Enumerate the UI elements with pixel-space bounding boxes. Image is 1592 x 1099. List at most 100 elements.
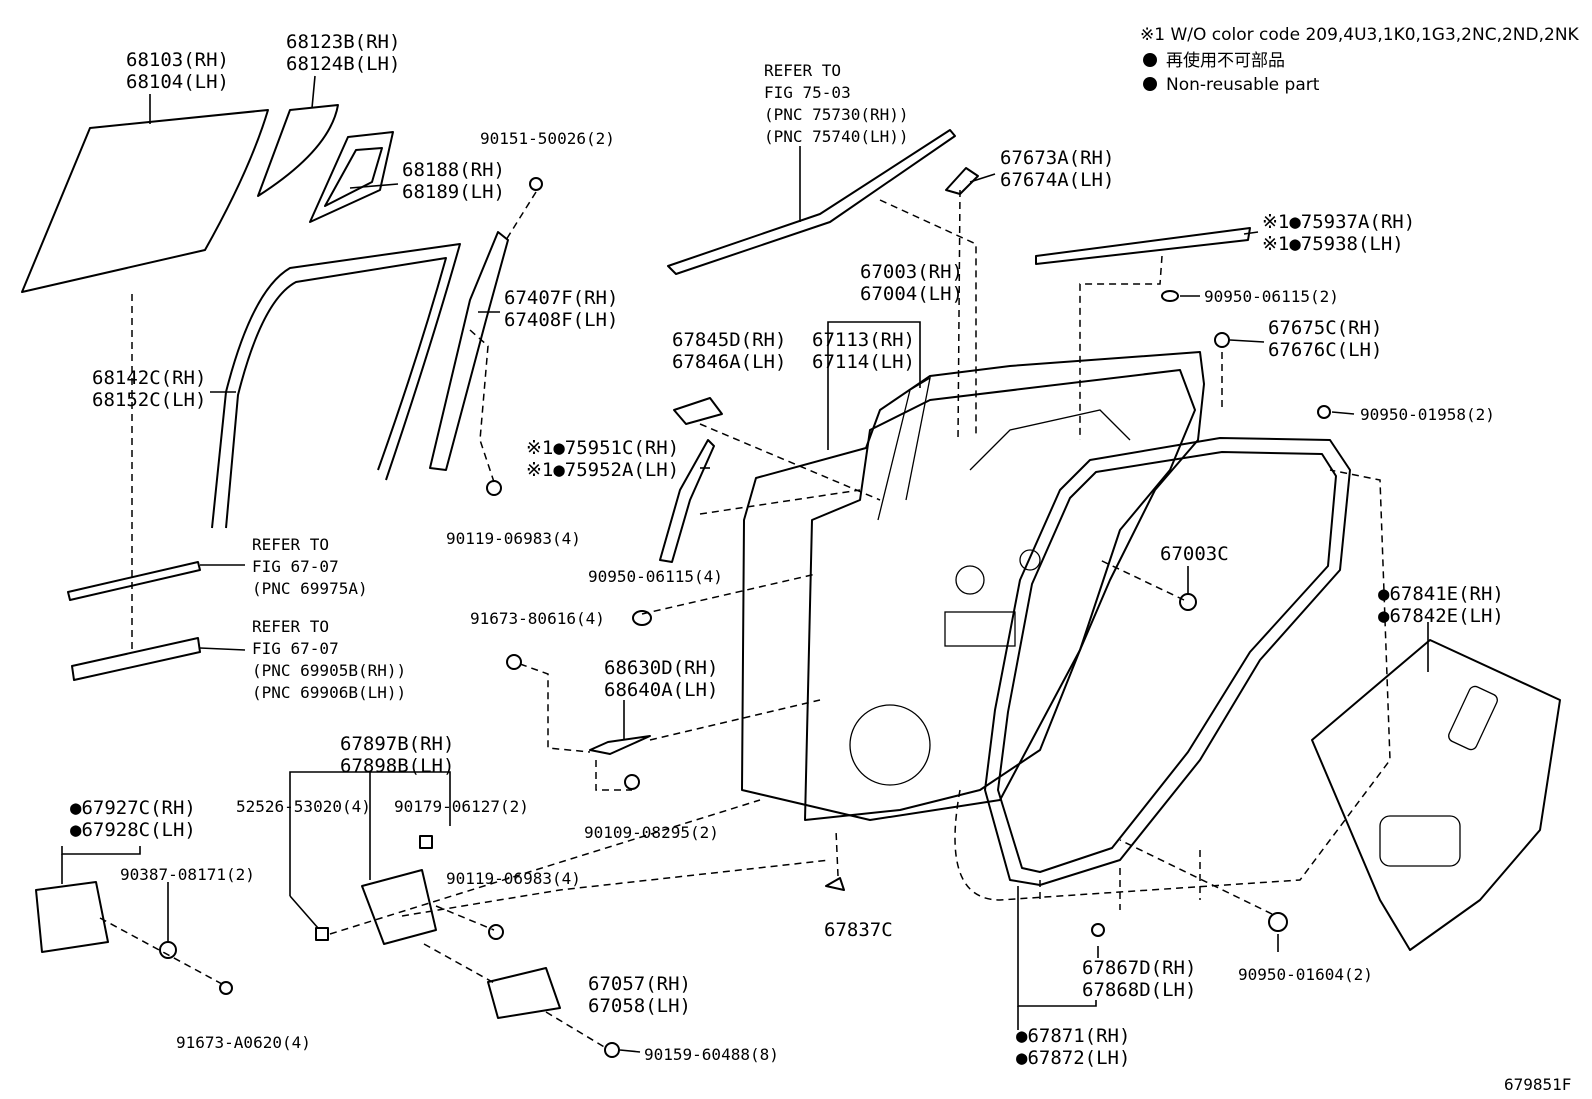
label-75951c: ※1●75951C(RH)	[526, 437, 679, 459]
note-non-reusable: Non-reusable part	[1166, 75, 1320, 95]
label-90119-06983-b: 90119-06983(4)	[446, 869, 581, 888]
label-67408f: 67408F(LH)	[504, 309, 618, 331]
label-ref75-1: REFER TO	[764, 61, 841, 80]
label-ref67a-3: (PNC 69975A)	[252, 579, 368, 598]
part-drawings	[21, 104, 1561, 1058]
left-pad-shape	[35, 881, 109, 953]
label-67114: 67114(LH)	[812, 351, 915, 373]
part-labels: 68103(RH) 68104(LH) 68123B(RH) 68124B(LH…	[70, 31, 1571, 1094]
label-ref75-2: FIG 75-03	[764, 83, 851, 102]
pillar-garnish-shape	[659, 439, 715, 563]
label-67841e: ●67841E(RH)	[1378, 583, 1504, 605]
label-68188: 68188(RH)	[402, 159, 505, 181]
division-bar-shape	[429, 231, 509, 471]
inner-belt-weatherstrip-shape	[67, 561, 201, 601]
panel-hole-shape	[1019, 549, 1041, 571]
label-90950-06115-a: 90950-06115(2)	[1204, 287, 1339, 306]
label-67928c: ●67928C(LH)	[70, 819, 196, 841]
label-68123b: 68123B(RH)	[286, 31, 400, 53]
label-ref67a-2: FIG 67-07	[252, 557, 339, 576]
label-75938: ※1●75938(LH)	[1262, 233, 1404, 255]
label-ref67b-3: (PNC 69905B(RH))	[252, 661, 406, 680]
label-67868d: 67868D(LH)	[1082, 979, 1196, 1001]
note-color-code: ※1 W/O color code 209,4U3,1K0,1G3,2NC,2N…	[1140, 25, 1580, 45]
label-67673a: 67673A(RH)	[1000, 147, 1114, 169]
run-channel-shape	[211, 243, 461, 529]
label-ref67b-1: REFER TO	[252, 617, 329, 636]
label-68189: 68189(LH)	[402, 181, 505, 203]
legend-notes: ※1 W/O color code 209,4U3,1K0,1G3,2NC,2N…	[1140, 25, 1580, 95]
label-67004: 67004(LH)	[860, 283, 963, 305]
note-japanese: 再使用不可部品	[1166, 50, 1285, 71]
upper-molding-shape	[667, 129, 956, 275]
door-outer-panel-shape	[741, 351, 1205, 821]
label-67676c: 67676C(LH)	[1268, 339, 1382, 361]
label-ref67b-4: (PNC 69906B(LH))	[252, 683, 406, 702]
label-91673-a0620: 91673-A0620(4)	[176, 1033, 311, 1052]
label-67898b: 67898B(LH)	[340, 755, 454, 777]
door-frame-shape	[877, 376, 1131, 521]
label-90119-06983-a: 90119-06983(4)	[446, 529, 581, 548]
cover-tab-shape	[1448, 685, 1498, 751]
weatherstrip-shape	[984, 437, 1351, 886]
service-hole-cover-shape	[1311, 639, 1561, 951]
outer-belt-weatherstrip-shape	[71, 637, 201, 681]
panel-hole-shape	[955, 565, 985, 595]
label-90950-01958: 90950-01958(2)	[1360, 405, 1495, 424]
label-67407f: 67407F(RH)	[504, 287, 618, 309]
label-75952a: ※1●75952A(LH)	[526, 459, 679, 481]
label-67846a: 67846A(LH)	[672, 351, 786, 373]
label-67897b: 67897B(RH)	[340, 733, 454, 755]
label-68124b: 68124B(LH)	[286, 53, 400, 75]
label-67837c: 67837C	[824, 919, 893, 941]
label-67003c: 67003C	[1160, 543, 1229, 565]
label-68640a: 68640A(LH)	[604, 679, 718, 701]
label-67845d: 67845D(RH)	[672, 329, 786, 351]
label-67842e: ●67842E(LH)	[1378, 605, 1504, 627]
label-ref75-4: (PNC 75740(LH))	[764, 127, 909, 146]
bracket-shape	[673, 397, 723, 425]
label-67058: 67058(LH)	[588, 995, 691, 1017]
assembly-dashes	[99, 189, 1391, 1049]
non-reusable-dot-icon	[1143, 77, 1157, 91]
label-90159: 90159-60488(8)	[644, 1045, 779, 1064]
label-75937a: ※1●75937A(RH)	[1262, 211, 1415, 233]
label-ref67b-2: FIG 67-07	[252, 639, 339, 658]
speaker-hole-shape	[849, 704, 931, 786]
molding-cap-shape	[945, 167, 979, 195]
figure-id: 679851F	[1504, 1075, 1571, 1094]
label-ref75-3: (PNC 75730(RH))	[764, 105, 909, 124]
quarter-glass-shape	[257, 104, 339, 197]
label-68630d: 68630D(RH)	[604, 657, 718, 679]
label-ref67a-1: REFER TO	[252, 535, 329, 554]
label-90950-01604: 90950-01604(2)	[1238, 965, 1373, 984]
door-check-shape	[589, 735, 651, 755]
label-68104: 68104(LH)	[126, 71, 229, 93]
fastener-shapes	[159, 177, 1331, 1058]
cover-pocket-shape	[1379, 815, 1461, 867]
label-67867d: 67867D(RH)	[1082, 957, 1196, 979]
label-90109: 90109-08295(2)	[584, 823, 719, 842]
door-glass-shape	[21, 109, 269, 293]
label-67872: ●67872(LH)	[1016, 1047, 1130, 1069]
label-67927c: ●67927C(RH)	[70, 797, 196, 819]
label-90387: 90387-08171(2)	[120, 865, 255, 884]
service-hole-shape	[944, 611, 1016, 647]
label-68103: 68103(RH)	[126, 49, 229, 71]
label-67674a: 67674A(LH)	[1000, 169, 1114, 191]
label-90179: 90179-06127(2)	[394, 797, 529, 816]
label-91673-80616: 91673-80616(4)	[470, 609, 605, 628]
non-reusable-dot-icon	[1143, 53, 1157, 67]
label-67675c: 67675C(RH)	[1268, 317, 1382, 339]
label-67113: 67113(RH)	[812, 329, 915, 351]
label-68142c: 68142C(RH)	[92, 367, 206, 389]
label-52526: 52526-53020(4)	[236, 797, 371, 816]
label-67871: ●67871(RH)	[1016, 1025, 1130, 1047]
label-67003: 67003(RH)	[860, 261, 963, 283]
door-lock-shape	[361, 869, 437, 945]
label-90151: 90151-50026(2)	[480, 129, 615, 148]
label-90950-06115-b: 90950-06115(4)	[588, 567, 723, 586]
label-67057: 67057(RH)	[588, 973, 691, 995]
quarter-frame-shape	[309, 131, 394, 223]
